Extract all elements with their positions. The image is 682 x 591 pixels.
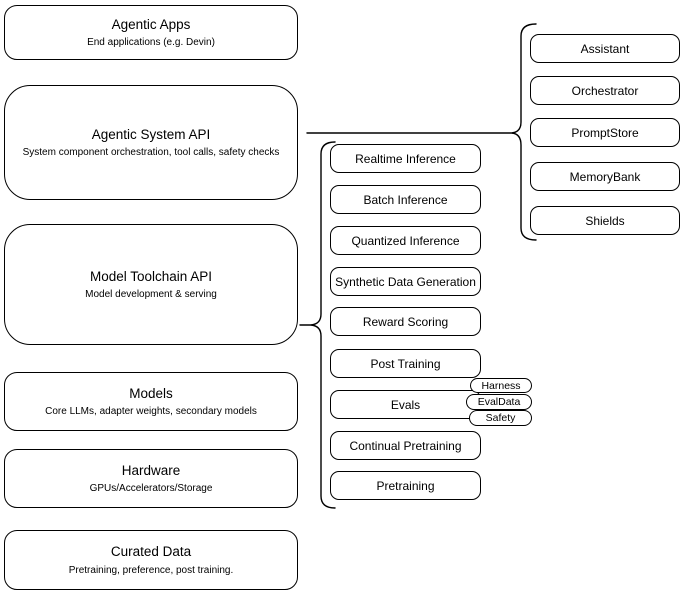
box-label: Continual Pretraining <box>349 438 462 453</box>
box-orchestrator: Orchestrator <box>530 76 680 105</box>
box-subtitle: Model development & serving <box>85 289 217 301</box>
box-agentic-apps: Agentic Apps End applications (e.g. Devi… <box>4 5 298 60</box>
tag-evaldata: EvalData <box>466 394 532 410</box>
box-agentic-system-api: Agentic System API System component orch… <box>4 85 298 200</box>
box-evals: Evals <box>330 390 481 419</box>
box-title: Hardware <box>121 462 181 478</box>
box-label: Orchestrator <box>571 83 639 98</box>
system-components-brace <box>511 23 537 241</box>
box-label: Shields <box>585 213 625 228</box>
box-quantized-inference: Quantized Inference <box>330 226 481 255</box>
box-continual-pretraining: Continual Pretraining <box>330 431 481 460</box>
box-assistant: Assistant <box>530 34 680 63</box>
box-label: Quantized Inference <box>351 233 460 248</box>
box-pretraining: Pretraining <box>330 471 481 500</box>
box-synthetic-data-generation: Synthetic Data Generation <box>330 267 481 296</box>
box-subtitle: End applications (e.g. Devin) <box>87 37 215 49</box>
box-subtitle: GPUs/Accelerators/Storage <box>89 483 213 495</box>
box-title: Model Toolchain API <box>89 268 213 284</box>
box-memorybank: MemoryBank <box>530 162 680 191</box>
box-title: Agentic Apps <box>111 16 191 32</box>
box-label: Reward Scoring <box>362 314 449 329</box>
box-label: PromptStore <box>571 125 639 140</box>
box-label: Assistant <box>580 41 630 56</box>
box-models: Models Core LLMs, adapter weights, secon… <box>4 372 298 431</box>
box-subtitle: Pretraining, preference, post training. <box>68 564 234 576</box>
box-model-toolchain-api: Model Toolchain API Model development & … <box>4 224 298 345</box>
tag-label: Harness <box>481 379 521 392</box>
box-promptstore: PromptStore <box>530 118 680 147</box>
box-title: Agentic System API <box>91 126 211 142</box>
box-label: Batch Inference <box>363 192 448 207</box>
box-subtitle: Core LLMs, adapter weights, secondary mo… <box>45 406 257 418</box>
box-label: Evals <box>390 397 421 412</box>
tag-harness: Harness <box>470 378 532 393</box>
box-shields: Shields <box>530 206 680 235</box>
box-curated-data: Curated Data Pretraining, preference, po… <box>4 530 298 590</box>
box-label: Post Training <box>370 356 441 371</box>
box-label: Pretraining <box>376 478 435 493</box>
box-hardware: Hardware GPUs/Accelerators/Storage <box>4 449 298 508</box>
box-reward-scoring: Reward Scoring <box>330 307 481 336</box>
box-label: Synthetic Data Generation <box>335 274 476 289</box>
box-label: Realtime Inference <box>355 151 456 166</box>
tag-label: Safety <box>485 412 516 424</box>
box-batch-inference: Batch Inference <box>330 185 481 214</box>
box-subtitle: System component orchestration, tool cal… <box>22 147 280 159</box>
box-title: Curated Data <box>110 544 192 560</box>
box-post-training: Post Training <box>330 349 481 378</box>
box-label: MemoryBank <box>569 169 641 184</box>
tag-label: EvalData <box>477 396 521 408</box>
tag-safety: Safety <box>469 410 532 426</box>
box-title: Models <box>129 385 173 401</box>
box-realtime-inference: Realtime Inference <box>330 144 481 173</box>
toolchain-components-brace <box>310 141 336 509</box>
